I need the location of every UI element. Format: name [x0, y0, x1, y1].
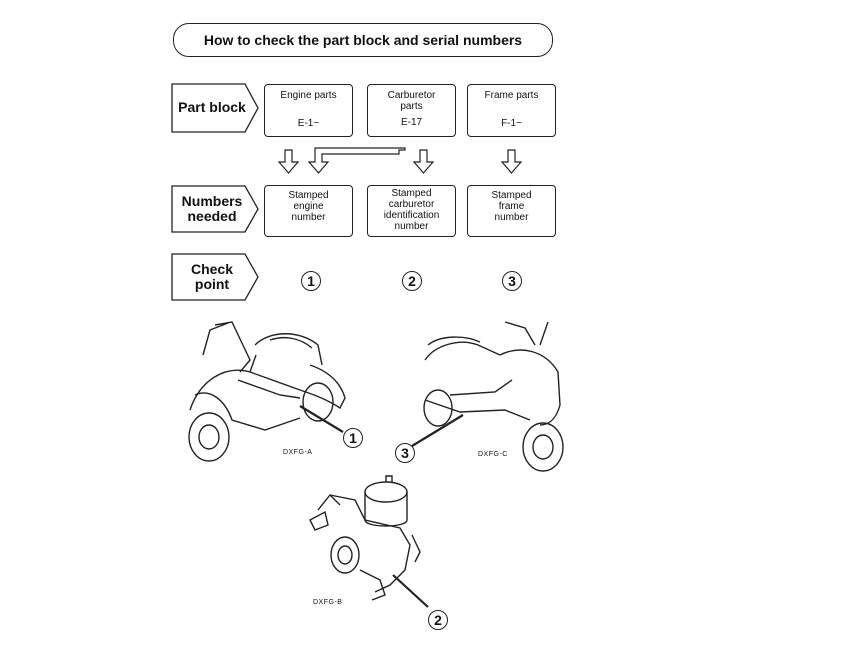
check-point-3: 3 [502, 271, 522, 291]
cell-text: number [394, 221, 429, 232]
callout-line-2 [392, 574, 429, 608]
check-point-2: 2 [402, 271, 422, 291]
callout-engine: 1 [343, 428, 363, 448]
numbers-needed-label-shape [171, 185, 259, 233]
number-frame: Stamped frame number [467, 185, 556, 237]
cell-text: frame [498, 201, 525, 212]
cell-text: Carburetor [387, 90, 436, 101]
callout-line-3 [411, 414, 464, 447]
cell-text: Stamped [491, 190, 532, 201]
cell-text: Stamped [391, 188, 432, 199]
cell-text: identification [383, 210, 440, 221]
part-code: E-1~ [297, 118, 320, 129]
cell-text: Engine parts [280, 90, 337, 101]
check-point-label: Check point [172, 262, 252, 292]
cell-text: number [494, 212, 529, 223]
cell-text: Stamped [288, 190, 329, 201]
numbers-needed-label-line: needed [187, 208, 237, 224]
down-arrow-icon [277, 149, 300, 174]
check-point-label-line: point [194, 276, 230, 292]
cell-text: carburetor [388, 199, 435, 210]
cell-text: Frame parts [484, 90, 539, 101]
numbers-needed-label-line: Numbers [181, 193, 243, 209]
bent-arrow-icon [307, 147, 406, 174]
page-title: How to check the part block and serial n… [173, 23, 553, 57]
figure-code-frame: DXFG-C [478, 451, 508, 458]
part-block-frame: Frame parts F-1~ [467, 84, 556, 137]
cell-text: parts [400, 101, 423, 112]
carburetor-illustration [309, 475, 421, 601]
numbers-needed-label: Numbers needed [172, 194, 252, 224]
down-arrow-icon [500, 149, 523, 174]
part-block-carburetor: Carburetor parts E-17 [367, 84, 456, 137]
callout-carburetor: 2 [428, 610, 448, 630]
check-point-1: 1 [301, 271, 321, 291]
cell-text: number [291, 212, 326, 223]
check-point-label-shape [171, 253, 259, 301]
part-code: E-17 [400, 117, 423, 128]
callout-line-1 [299, 405, 344, 433]
number-carburetor: Stamped carburetor identification number [367, 185, 456, 237]
part-code: F-1~ [501, 118, 522, 129]
number-engine: Stamped engine number [264, 185, 353, 237]
figure-code-engine: DXFG-A [283, 449, 313, 456]
figure-code-carburetor: DXFG-B [313, 599, 343, 606]
part-block-label: Part block [178, 99, 246, 115]
scooter-illustration-left [188, 321, 346, 462]
scooter-illustration-right [423, 321, 564, 472]
callout-frame: 3 [395, 443, 415, 463]
down-arrow-icon [412, 149, 435, 174]
check-point-label-line: Check [190, 261, 234, 277]
part-block-label-shape [171, 83, 259, 133]
part-block-engine: Engine parts E-1~ [264, 84, 353, 137]
cell-text: engine [293, 201, 324, 212]
